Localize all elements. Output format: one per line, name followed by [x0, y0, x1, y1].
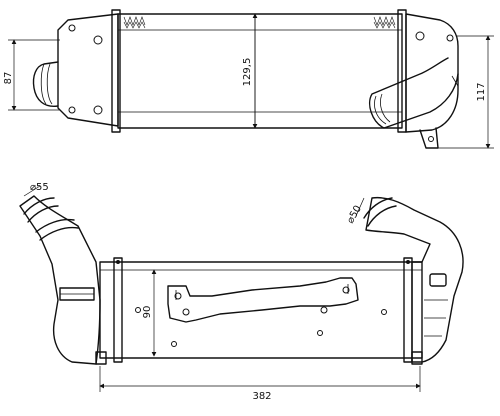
top-core	[117, 13, 403, 129]
dim-382-label: 382	[252, 391, 271, 402]
right-outlet-pipe	[365, 196, 464, 363]
top-view: 87 129,5 117	[3, 9, 494, 149]
left-tank	[57, 13, 119, 127]
right-tank	[405, 13, 459, 133]
fin-pattern	[123, 16, 396, 29]
right-outlet	[368, 57, 459, 129]
side-view: ⌀55 ⌀50 90 382	[19, 182, 464, 402]
dim-55-label: ⌀55	[30, 182, 49, 193]
dim-87-label: 87	[3, 72, 14, 85]
dim-117-label: 117	[476, 82, 487, 101]
dim-50-label: ⌀50	[345, 204, 364, 226]
mounting-bracket	[167, 277, 359, 323]
left-inlet-pipe	[19, 195, 101, 365]
dim-129-5-label: 129,5	[242, 58, 253, 87]
dim-90-label: 90	[142, 306, 153, 319]
left-inlet	[32, 61, 59, 107]
